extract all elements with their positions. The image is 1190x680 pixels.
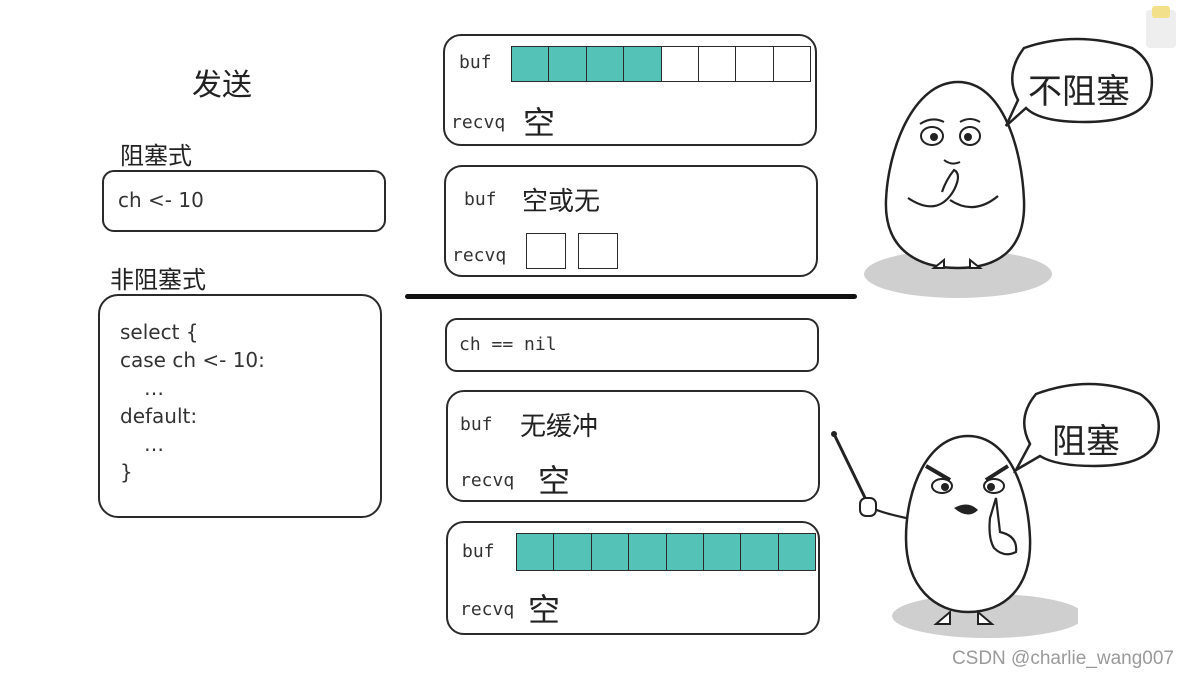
receiver-slot — [578, 233, 618, 269]
buffer-cell-filled — [549, 47, 587, 81]
buffer-cell-filled — [629, 534, 667, 570]
buffer-cell-filled — [512, 47, 550, 81]
shadow — [864, 250, 1052, 298]
buffer-cell-filled — [554, 534, 592, 570]
nil-channel-box: ch == nil — [445, 318, 819, 372]
code-line: … — [144, 432, 164, 456]
buffer-cell-filled — [703, 534, 742, 570]
speech-bubble-bottom — [1012, 382, 1160, 474]
buf-label: buf — [462, 541, 495, 562]
buffer-cell-filled — [624, 47, 662, 81]
channel-box-partial-buffer: buf recvq 空 — [443, 34, 817, 146]
buffer-cells — [516, 533, 816, 571]
stern-egg-character — [831, 431, 1078, 638]
buffer-cell-filled — [778, 534, 815, 570]
code-line: case ch <- 10: — [120, 348, 265, 372]
code-line: … — [144, 376, 164, 400]
recvq-value: 空 — [528, 591, 561, 629]
buffer-cell-filled — [586, 47, 625, 81]
send-title: 发送 — [192, 68, 252, 103]
buffer-cell-empty — [662, 47, 699, 81]
blocking-label: 阻塞式 — [120, 142, 192, 170]
recvq-label: recvq — [460, 470, 515, 491]
corner-logo-icon — [1146, 6, 1176, 48]
watermark: CSDN @charlie_wang007 — [951, 648, 1174, 669]
nonblocking-label: 非阻塞式 — [110, 266, 206, 294]
recvq-value: 空 — [523, 104, 556, 142]
recvq-label: recvq — [460, 599, 515, 620]
buf-value: 无缓冲 — [520, 412, 599, 442]
buf-label: buf — [459, 52, 492, 73]
buf-label: buf — [464, 189, 497, 210]
blocking-code: ch <- 10 — [118, 188, 204, 212]
nonblocking-code: select { case ch <- 10: … default: … } — [120, 318, 265, 486]
buffer-cells — [511, 46, 811, 82]
recvq-label: recvq — [452, 245, 507, 266]
bubble-text-top: 不阻塞 — [1028, 72, 1130, 112]
buffer-cell-empty — [774, 47, 810, 81]
buffer-cell-filled — [741, 534, 779, 570]
buf-label: buf — [460, 414, 493, 435]
blocking-code-box: ch <- 10 — [102, 170, 386, 232]
channel-box-waiting-receivers: buf 空或无 recvq — [444, 165, 818, 277]
buf-value: 空或无 — [522, 187, 601, 217]
nil-text: ch == nil — [459, 334, 557, 355]
code-line: select { — [120, 320, 199, 344]
channel-box-unbuffered: buf 无缓冲 recvq 空 — [446, 390, 820, 502]
speech-bubble-top — [1004, 37, 1154, 127]
recvq-label: recvq — [451, 112, 506, 133]
code-line: default: — [120, 404, 198, 428]
code-line: } — [120, 460, 133, 484]
buffer-cell-empty — [736, 47, 774, 81]
recvq-value: 空 — [538, 462, 571, 500]
bubble-text-bottom: 阻塞 — [1052, 422, 1120, 462]
channel-box-full-buffer: buf recvq 空 — [446, 521, 820, 635]
nonblocking-code-box: select { case ch <- 10: … default: … } — [98, 294, 382, 518]
buffer-cell-filled — [517, 534, 555, 570]
thinking-egg-character — [864, 80, 1052, 298]
buffer-cell-empty — [699, 47, 737, 81]
buffer-cell-filled — [591, 534, 630, 570]
section-divider — [405, 294, 857, 299]
buffer-cell-filled — [666, 534, 704, 570]
receiver-slot — [526, 233, 566, 269]
